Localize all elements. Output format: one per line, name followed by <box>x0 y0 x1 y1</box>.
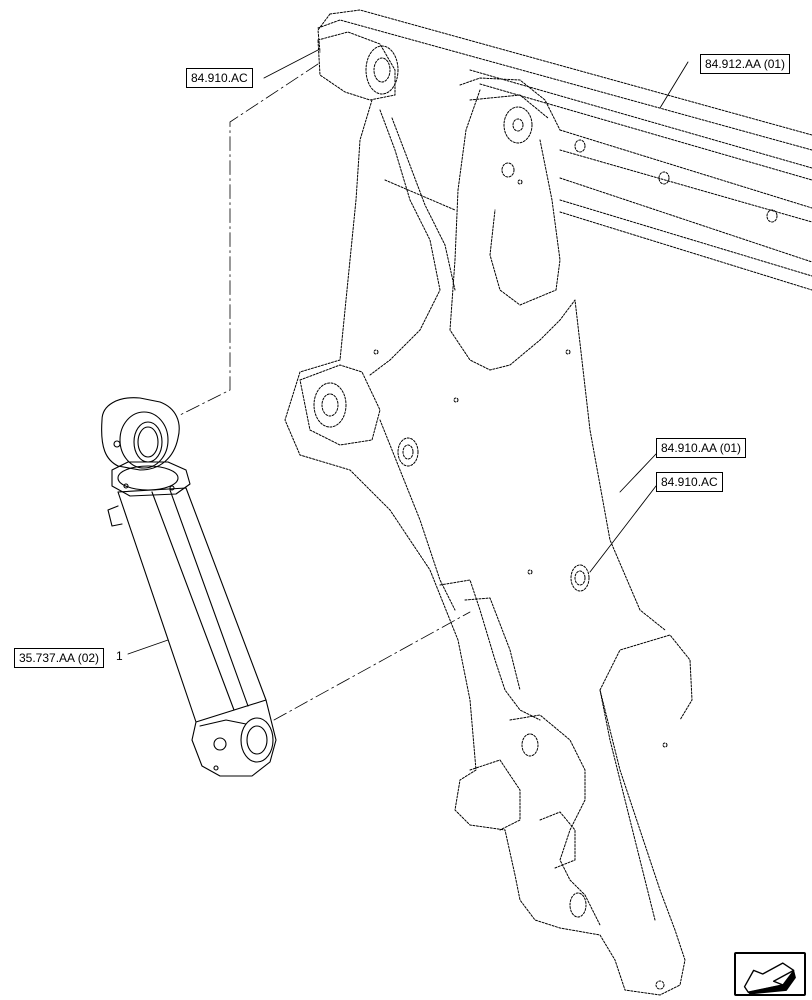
hydraulic-cylinder <box>101 397 277 777</box>
ref-label-arm-pivot[interactable]: 84.910.AC <box>656 472 723 492</box>
ref-label-boom-beam[interactable]: 84.912.AA (01) <box>700 54 791 74</box>
ref-label-cylinder[interactable]: 35.737.AA (02) <box>14 648 105 668</box>
boom-pivot <box>317 31 561 185</box>
boom-beam <box>317 9 812 291</box>
ref-label-arm[interactable]: 84.910.AA (01) <box>656 438 747 458</box>
leader-lines <box>127 49 689 655</box>
next-page-arrow-icon <box>743 962 796 994</box>
next-page-button[interactable] <box>734 952 806 996</box>
loader-arm <box>284 89 693 996</box>
item-number: 1 <box>116 649 123 663</box>
ref-label-boom-pivot[interactable]: 84.910.AC <box>186 68 253 88</box>
alignment-lines <box>177 63 471 721</box>
